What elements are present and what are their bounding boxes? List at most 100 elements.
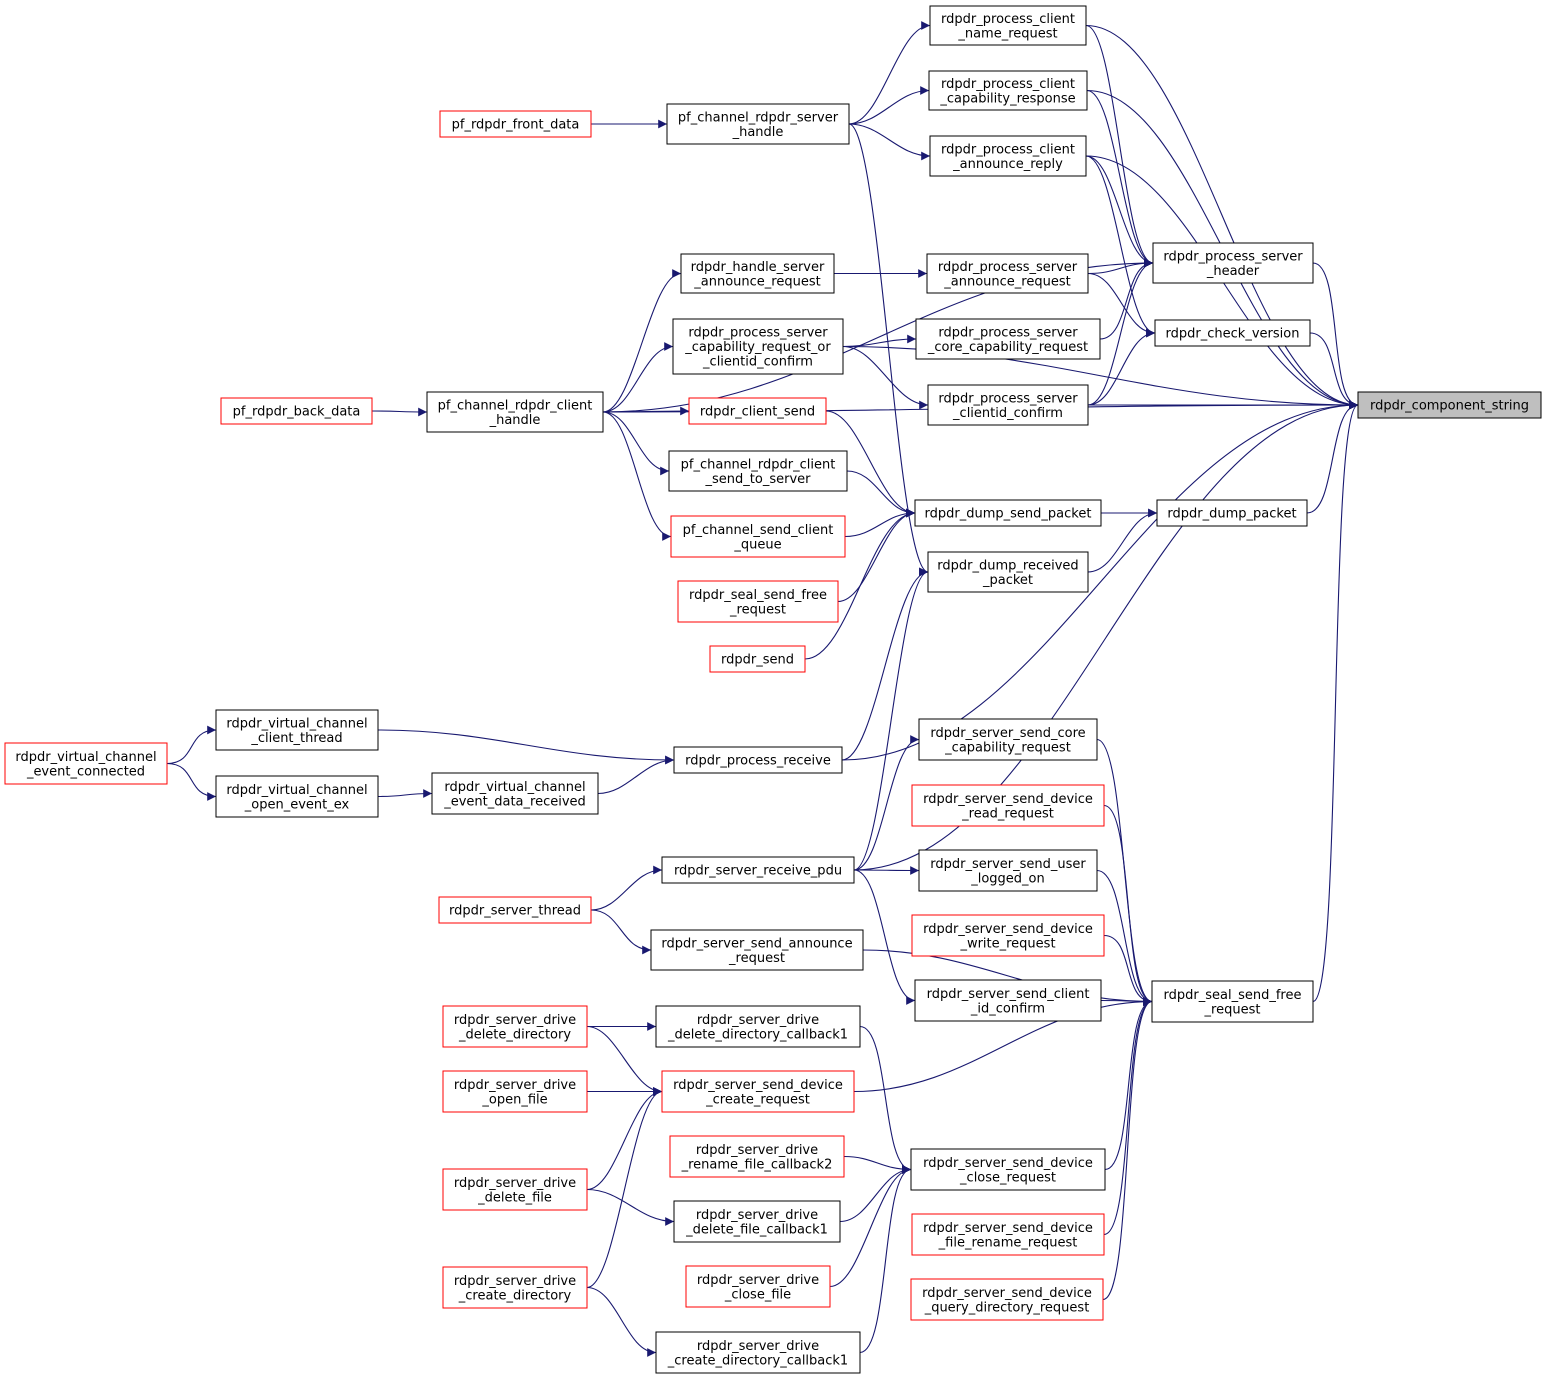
node-ssdread[interactable]: rdpdr_server_send_device_read_request (911, 784, 1105, 827)
node-srvthread[interactable]: rdpdr_server_thread (438, 896, 592, 924)
node-pcar[interactable]: rdpdr_process_client_announce_reply (929, 135, 1087, 177)
node-cst[interactable]: pf_channel_rdpdr_client_send_to_server (668, 450, 848, 492)
node-box (215, 709, 379, 751)
node-backdata[interactable]: pf_rdpdr_back_data (220, 397, 373, 425)
node-box (680, 253, 835, 294)
node-ssann[interactable]: rdpdr_server_send_announce_request (650, 929, 864, 971)
node-vcedr[interactable]: rdpdr_virtual_channel_event_data_receive… (431, 772, 599, 815)
node-psar[interactable]: rdpdr_process_server_announce_request (926, 253, 1089, 294)
node-ssfr-right[interactable]: rdpdr_seal_send_free_request (1151, 980, 1314, 1023)
node-box (1152, 242, 1314, 284)
node-label-line: rdpdr_check_version (1166, 327, 1300, 342)
edge-srpdu-to-ssulo (853, 866, 920, 875)
node-box (911, 784, 1105, 827)
node-label-line: rdpdr_server_receive_pdu (674, 864, 842, 879)
node-label-line: pf_rdpdr_front_data (452, 118, 580, 133)
node-frontdata[interactable]: pf_rdpdr_front_data (439, 110, 592, 138)
edge-sddf-to-sddfcb1 (586, 1188, 675, 1226)
node-dumppacket[interactable]: rdpdr_dump_packet (1156, 499, 1308, 527)
node-sscore[interactable]: rdpdr_server_send_core_capability_reques… (918, 718, 1098, 761)
node-label-line: rdpdr_process_server (688, 326, 828, 341)
node-vcct[interactable]: rdpdr_virtual_channel_client_thread (215, 709, 379, 751)
node-sddf[interactable]: rdpdr_server_drive_delete_file (442, 1168, 588, 1211)
node-drp[interactable]: rdpdr_dump_received_packet (927, 551, 1089, 593)
node-label-line: rdpdr_server_send_device (922, 1286, 1092, 1301)
node-box (442, 1070, 588, 1113)
node-srvhandle[interactable]: pf_channel_rdpdr_server_handle (666, 103, 850, 145)
node-scq[interactable]: pf_channel_send_client_queue (670, 515, 846, 558)
edge-srpdu-to-target (853, 400, 1359, 871)
node-label-line: rdpdr_component_string (1370, 399, 1529, 414)
node-pscc[interactable]: rdpdr_process_server_clientid_confirm (927, 384, 1089, 426)
node-hsar[interactable]: rdpdr_handle_server_announce_request (680, 253, 835, 294)
node-pccr[interactable]: rdpdr_process_client_capability_response (928, 70, 1088, 111)
node-send[interactable]: rdpdr_send (709, 645, 806, 673)
node-psh[interactable]: rdpdr_process_server_header (1152, 242, 1314, 284)
node-ssdfren[interactable]: rdpdr_server_send_device_file_rename_req… (911, 1213, 1105, 1256)
node-label-line: rdpdr_server_drive (696, 1143, 818, 1158)
node-pcnr[interactable]: rdpdr_process_client_name_request (929, 5, 1087, 46)
node-label-line: rdpdr_dump_send_packet (925, 507, 1092, 522)
node-ssdqd[interactable]: rdpdr_server_send_device_query_directory… (910, 1278, 1104, 1321)
node-box (709, 645, 806, 673)
node-vcec[interactable]: rdpdr_virtual_channel_event_connected (4, 742, 168, 785)
node-procrecv[interactable]: rdpdr_process_receive (673, 746, 843, 774)
edge-srvthread-to-ssann (590, 909, 652, 955)
edge-pcar-to-checkver (1085, 155, 1156, 338)
node-clientsend[interactable]: rdpdr_client_send (688, 397, 827, 425)
node-box (673, 1200, 841, 1243)
edge-ssdclose-to-ssfr-right (1104, 997, 1153, 1171)
node-srpdu[interactable]: rdpdr_server_receive_pdu (661, 856, 855, 884)
node-label-line: rdpdr_server_thread (449, 904, 581, 919)
node-vcoee[interactable]: rdpdr_virtual_channel_open_event_ex (215, 775, 379, 818)
edge-ssdwrite-to-ssfr-right (1103, 934, 1153, 1006)
node-sdof[interactable]: rdpdr_server_drive_open_file (442, 1070, 588, 1113)
node-label-line: rdpdr_virtual_channel (444, 780, 585, 795)
edge-srvhandle-to-drp (848, 123, 929, 577)
edge-sdcf-to-ssdclose (829, 1165, 912, 1288)
node-label-line: rdpdr_virtual_channel (226, 783, 367, 798)
edge-srvhandle-to-pcnr (848, 21, 931, 125)
node-sdrfcb2[interactable]: rdpdr_server_drive_rename_file_callback2 (669, 1135, 845, 1178)
node-sddfcb1[interactable]: rdpdr_server_drive_delete_file_callback1 (673, 1200, 841, 1243)
node-sdcd[interactable]: rdpdr_server_drive_create_directory (442, 1266, 588, 1309)
edge-vcedr-to-procrecv (597, 755, 675, 795)
node-sdddcb1[interactable]: rdpdr_server_drive_delete_directory_call… (655, 1005, 861, 1048)
node-label-line: _request (728, 951, 785, 966)
node-sdcdcb1[interactable]: rdpdr_server_drive_create_directory_call… (655, 1331, 861, 1374)
node-box (926, 253, 1089, 294)
edge-clihandle-to-clientsend (602, 406, 690, 416)
node-ssfr-left[interactable]: rdpdr_seal_send_free_request (677, 580, 839, 623)
node-label-line: _read_request (961, 806, 1054, 821)
edge-pcnr-to-target (1085, 24, 1359, 410)
node-dsp[interactable]: rdpdr_dump_send_packet (914, 499, 1102, 527)
edge-sdddcb1-to-ssdclose (859, 1025, 912, 1174)
node-label-line: _rename_file_callback2 (681, 1157, 833, 1172)
node-ssdcreate[interactable]: rdpdr_server_send_device_create_request (661, 1070, 855, 1113)
node-ssulo[interactable]: rdpdr_server_send_user_logged_on (918, 849, 1098, 892)
edge-ssdread-to-ssfr-right (1103, 804, 1153, 1006)
edge-vcec-to-vcoee (166, 762, 217, 801)
node-label-line: rdpdr_server_send_device (923, 922, 1093, 937)
node-ssdwrite[interactable]: rdpdr_server_send_device_write_request (911, 914, 1105, 957)
node-label-line: rdpdr_process_client (941, 77, 1075, 92)
node-sddd[interactable]: rdpdr_server_drive_delete_directory (442, 1005, 588, 1048)
node-box (426, 391, 604, 433)
node-ssdclose[interactable]: rdpdr_server_send_device_close_request (910, 1148, 1106, 1191)
node-sdcf[interactable]: rdpdr_server_drive_close_file (685, 1265, 831, 1308)
node-clihandle[interactable]: pf_channel_rdpdr_client_handle (426, 391, 604, 433)
edge-ssfr-left-to-dsp (837, 508, 916, 603)
node-checkver[interactable]: rdpdr_check_version (1154, 319, 1311, 347)
node-label-line: _delete_file_callback1 (685, 1222, 828, 1237)
node-psccr[interactable]: rdpdr_process_server_core_capability_req… (915, 318, 1101, 360)
node-box (910, 1148, 1106, 1191)
node-box (442, 1168, 588, 1211)
node-sscid[interactable]: rdpdr_server_send_client_id_confirm (914, 979, 1102, 1022)
edge-srvhandle-to-pccr (848, 86, 930, 125)
node-label-line: rdpdr_process_client (941, 12, 1075, 27)
node-target[interactable]: rdpdr_component_string (1357, 391, 1542, 419)
node-pscrc[interactable]: rdpdr_process_server_capability_request_… (672, 318, 844, 375)
node-box (442, 1266, 588, 1309)
edge-sdcdcb1-to-ssdclose (859, 1165, 912, 1354)
